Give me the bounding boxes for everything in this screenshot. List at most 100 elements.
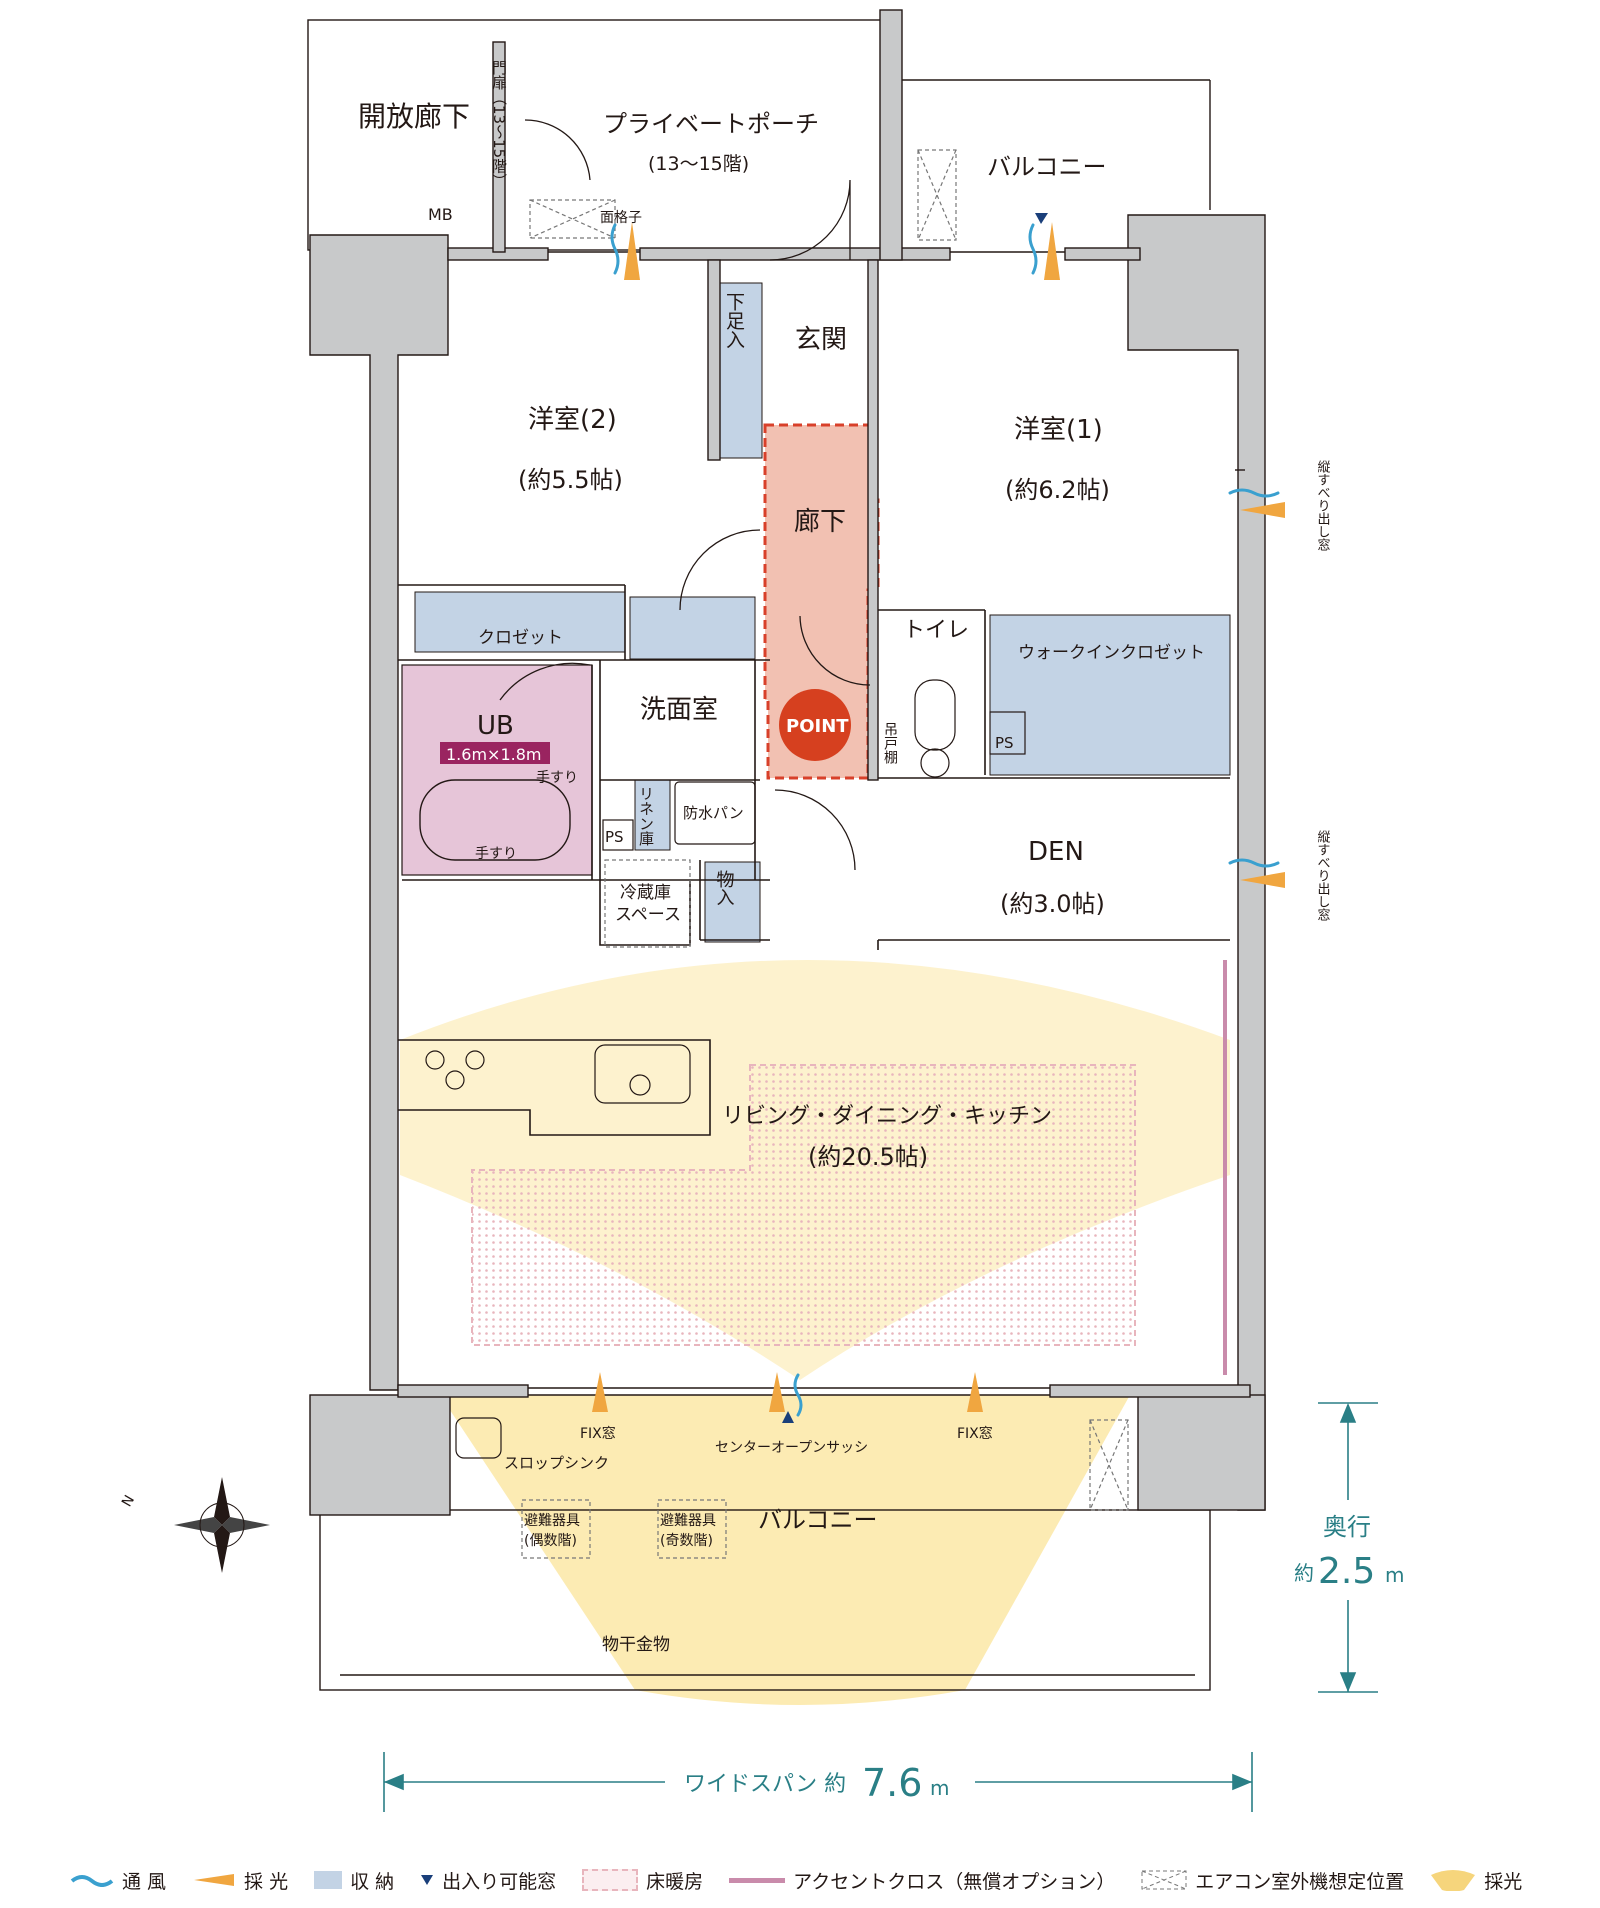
vertical-window-label-1: 縦すべり出し窓 xyxy=(1315,460,1331,551)
point-label: POINT xyxy=(786,716,849,737)
legend-sunlight: 採光 xyxy=(1430,1867,1522,1894)
evac-odd-label-1: 避難器具 xyxy=(660,1513,716,1529)
ps-label-1: PS xyxy=(995,734,1014,752)
depth-unit: m xyxy=(1385,1563,1404,1587)
storage-label: 物入 xyxy=(714,870,735,906)
legend-access-window-label: 出入り可能窓 xyxy=(442,1870,557,1893)
bathtub xyxy=(419,779,571,861)
span-value: 7.6 xyxy=(862,1761,922,1805)
bottom-right-pillar xyxy=(1137,1394,1266,1511)
legend-aircon: エアコン室外機想定位置 xyxy=(1141,1867,1404,1894)
storage-area xyxy=(704,861,761,943)
legend-sunlight-label: 採光 xyxy=(1484,1870,1523,1893)
light-marker-fix-left xyxy=(592,1372,608,1412)
face-lattice-label: 面格子 xyxy=(600,210,642,226)
fix-window-right-label: FIX窓 xyxy=(957,1425,993,1442)
closet-label: クロゼット xyxy=(478,628,563,648)
legend-floor-heating-label: 床暖房 xyxy=(646,1870,704,1893)
entrance-label: 玄関 xyxy=(795,325,847,355)
access-window-bottom xyxy=(782,1411,794,1423)
evac-even-label-1: 避難器具 xyxy=(524,1513,580,1529)
legend-storage: 収 納 xyxy=(314,1867,394,1894)
access-window-top xyxy=(1035,213,1048,224)
western2-label: 洋室(2) xyxy=(528,405,617,435)
legend-wind-label: 通 風 xyxy=(122,1870,167,1893)
legend-light-label: 採 光 xyxy=(244,1870,289,1893)
legend-storage-label: 収 納 xyxy=(350,1870,395,1893)
private-porch-floors-label: (13〜15階) xyxy=(648,153,749,175)
evac-even-label-2: (偶数階) xyxy=(524,1533,577,1549)
span-label: ワイドスパン 約 xyxy=(684,1772,846,1797)
ldk-label: リビング・ダイニング・キッチン xyxy=(722,1104,1052,1129)
ps-box-1 xyxy=(989,711,1026,755)
aircon-bottom xyxy=(1089,1419,1129,1511)
hallway-label: 廊下 xyxy=(794,507,846,537)
private-porch-label: プライベートポーチ xyxy=(603,110,819,138)
center-wall xyxy=(867,259,879,781)
unit-bath-area xyxy=(401,664,593,876)
washroom-label: 洗面室 xyxy=(640,695,718,725)
walk-in-closet-label: ウォークインクロゼット xyxy=(1018,643,1205,663)
floor-heating-area xyxy=(471,1064,1136,1346)
aircon-top-right xyxy=(917,149,957,241)
legend-floor-heating: 床暖房 xyxy=(582,1867,703,1894)
accent-cross-swatch xyxy=(729,1877,786,1883)
balcony-top-label: バルコニー xyxy=(987,153,1107,181)
toilet-label: トイレ xyxy=(903,618,969,643)
western1-label: 洋室(1) xyxy=(1014,415,1103,445)
wind-center xyxy=(793,1373,803,1417)
evac-odd-label-2: (奇数階) xyxy=(660,1532,713,1549)
light-icon xyxy=(194,1874,235,1886)
right-outer-wall xyxy=(1127,214,1266,1511)
pillar-gate xyxy=(492,41,506,253)
legend-access-window: 出入り可能窓 xyxy=(420,1867,556,1894)
access-window-icon xyxy=(421,1875,434,1885)
legend-light: 採 光 xyxy=(192,1867,288,1894)
hanging-shelf-label: 吊戸棚 xyxy=(882,722,898,764)
handrail-label-1: 手すり xyxy=(536,770,578,786)
ldk-size-label: (約20.5帖) xyxy=(808,1143,928,1171)
legend: 通 風 採 光 収 納 出入り可能窓 床暖房 アクセントクロス（無償オプション）… xyxy=(70,1862,1570,1898)
slop-sink-label: スロップシンク xyxy=(504,1454,609,1472)
western2-size-label: (約5.5帖) xyxy=(518,466,623,494)
open-corridor-label: 開放廊下 xyxy=(358,100,470,133)
compass-n-label: N xyxy=(119,1493,138,1510)
den-label: DEN xyxy=(1028,837,1084,867)
depth-value: 2.5 xyxy=(1318,1551,1375,1592)
storage-swatch xyxy=(314,1871,343,1889)
center-open-sash-label: センターオープンサッシ xyxy=(715,1440,868,1456)
top-wall-mid xyxy=(639,247,951,261)
entrance-wall xyxy=(707,259,721,461)
fridge-space-box xyxy=(604,859,691,948)
porch-side-wall xyxy=(879,9,903,261)
span-unit: m xyxy=(930,1776,949,1800)
wind-icon xyxy=(70,1875,114,1887)
waterproof-pan-box xyxy=(674,781,756,845)
ps-box-2 xyxy=(602,819,634,851)
legend-accent-cross: アクセントクロス（無償オプション） xyxy=(729,1867,1115,1894)
walk-in-closet-area xyxy=(989,614,1231,776)
clothes-hanger-label: 物干金物 xyxy=(602,1635,670,1655)
ub-size-label: 1.6m×1.8m xyxy=(446,745,541,764)
fix-window-left-label: FIX窓 xyxy=(580,1425,616,1442)
aircon-swatch xyxy=(1141,1870,1187,1890)
legend-aircon-label: エアコン室外機想定位置 xyxy=(1195,1870,1405,1893)
aircon-top-left xyxy=(529,199,616,239)
bottom-left-pillar xyxy=(309,1394,451,1516)
waterproof-pan-label: 防水パン xyxy=(683,804,744,822)
handrail-label-2: 手すり xyxy=(475,846,517,862)
top-wall-right xyxy=(1064,247,1141,261)
depth-prefix: 約 xyxy=(1294,1561,1314,1585)
den-size-label: (約3.0帖) xyxy=(1000,890,1105,918)
legend-accent-cross-label: アクセントクロス（無償オプション） xyxy=(793,1870,1116,1893)
ub-label: UB xyxy=(477,711,514,741)
light-marker-center xyxy=(769,1372,785,1412)
slop-sink xyxy=(455,1417,502,1459)
balcony-bottom-label: バルコニー xyxy=(758,1506,878,1534)
depth-label: 奥行 xyxy=(1323,1513,1371,1541)
sunlight-swatch xyxy=(1431,1870,1476,1891)
toilet-bowl xyxy=(914,679,956,751)
bottom-wall-right xyxy=(1049,1384,1251,1398)
light-marker-fix-right xyxy=(967,1372,983,1412)
